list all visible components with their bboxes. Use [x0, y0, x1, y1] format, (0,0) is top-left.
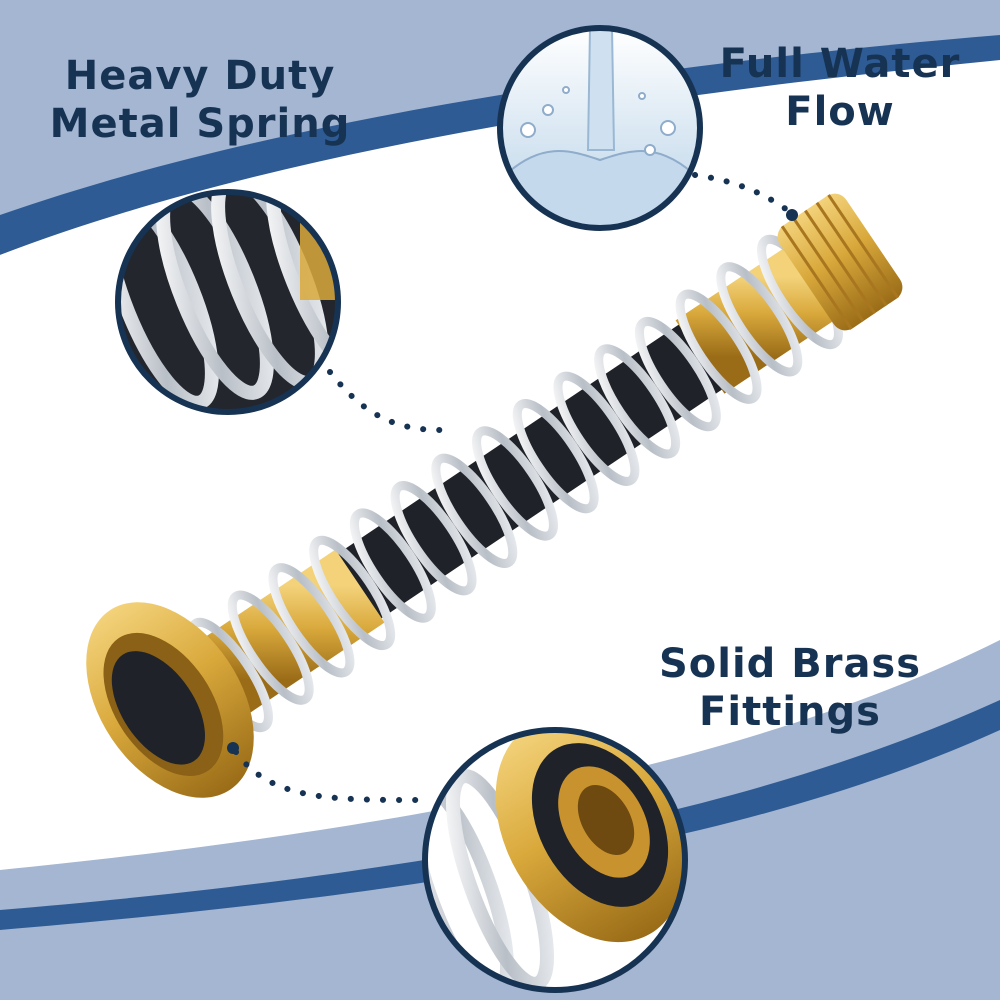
spring-coil	[349, 508, 436, 623]
spring-coil	[390, 481, 477, 596]
spring-coil	[309, 535, 396, 651]
hose-spring-protector-image	[86, 193, 903, 798]
callout-brass-line1: Solid Brass	[658, 641, 922, 687]
callout-water-line1: Full Water	[719, 41, 961, 87]
callout-heavy-duty-metal-spring: Heavy Duty Metal Spring	[40, 52, 360, 148]
spring-coil	[512, 399, 599, 514]
spring-coils	[187, 234, 843, 733]
water-splash-icon	[497, 25, 703, 231]
spring-coil	[472, 426, 558, 541]
spring-coil	[268, 563, 355, 678]
spring-coil	[227, 590, 314, 705]
spring-coil	[634, 316, 721, 432]
callout-water-line2: Flow	[785, 89, 895, 135]
callout-spring-line2: Metal Spring	[49, 101, 351, 147]
spring-coil	[431, 453, 518, 568]
spring-zoom-icon	[115, 189, 341, 415]
callout-solid-brass-fittings: Solid Brass Fittings	[640, 640, 940, 736]
callout-full-water-flow: Full Water Flow	[700, 40, 980, 136]
callout-spring-line1: Heavy Duty	[64, 53, 336, 99]
callout-connectors	[233, 172, 793, 803]
spring-coil	[594, 344, 681, 459]
spring-coil	[553, 371, 640, 486]
brass-fitting-zoom-icon	[422, 727, 688, 993]
spring-coil	[675, 289, 762, 404]
callout-brass-line2: Fittings	[699, 689, 881, 735]
spring-coil	[716, 262, 803, 377]
